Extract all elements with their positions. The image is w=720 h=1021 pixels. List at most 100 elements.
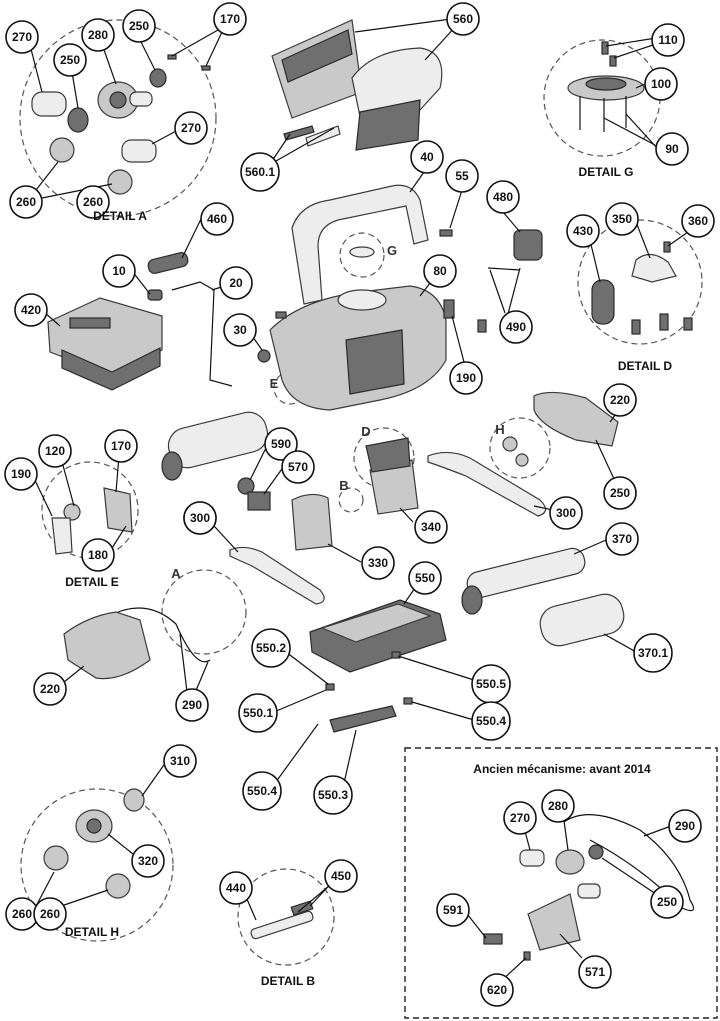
- part-impeller-hub: [585, 77, 627, 91]
- detail-a-circle: [19, 19, 217, 217]
- callout-110: 110: [651, 23, 685, 57]
- part-connector-a: [443, 299, 455, 319]
- part-power-box-handle: [69, 317, 111, 329]
- callout-number: 270: [181, 121, 201, 135]
- callout-circle: [242, 771, 282, 811]
- part-track-300-left: [229, 546, 325, 605]
- callout-number: 330: [368, 556, 388, 570]
- callout-number: 80: [433, 264, 447, 278]
- detail-h-circle: [20, 788, 174, 942]
- callout-430: 430: [566, 214, 600, 248]
- callout-570: 570: [281, 450, 315, 484]
- callout-220: 220: [603, 383, 637, 417]
- part-roller-370: [466, 547, 586, 599]
- part-handle-40: [291, 184, 429, 305]
- callout-number: 250: [657, 895, 677, 909]
- callout-circle: [163, 744, 197, 778]
- callout-number: 100: [651, 77, 671, 91]
- callout-number: 290: [675, 819, 695, 833]
- callout-number: 170: [111, 439, 131, 453]
- callout-number: 170: [220, 12, 240, 26]
- part-bushing-250: [67, 107, 89, 133]
- part-old-clip-591: [483, 933, 503, 945]
- ref-letter-a: A: [171, 566, 181, 581]
- callout-550-4: 550.4: [471, 701, 511, 741]
- part-sleeve-370-1: [539, 593, 625, 647]
- callout-circle: [264, 427, 298, 461]
- detail-h-label: DETAIL H: [65, 925, 119, 939]
- callout-circle: [486, 180, 520, 214]
- old-mechanism-parts: [483, 814, 695, 961]
- callout-550-2: 550.2: [251, 628, 291, 668]
- part-screw-550-4: [403, 697, 413, 705]
- callout-280: 280: [81, 18, 115, 52]
- part-pump-top: [365, 437, 411, 473]
- callout-number: 270: [12, 30, 32, 44]
- callout-number: 280: [88, 28, 108, 42]
- callout-270: 270: [503, 801, 537, 835]
- old-mechanism-title: Ancien mécanisme: avant 2014: [473, 762, 651, 776]
- callout-40: 40: [410, 140, 444, 174]
- part-comb-550-3: [329, 705, 397, 733]
- part-d-pin-c: [683, 317, 693, 331]
- callout-590: 590: [264, 427, 298, 461]
- callout-550-1: 550.1: [238, 693, 278, 733]
- part-screw-360: [663, 241, 671, 253]
- callout-circle: [219, 266, 253, 300]
- callout-170: 170: [104, 429, 138, 463]
- callout-number: 110: [658, 33, 678, 47]
- part-screw-550-2: [325, 683, 335, 691]
- callout-number: 430: [573, 224, 593, 238]
- detail-d-small-circle: [353, 427, 415, 489]
- callout-number: 190: [11, 467, 31, 481]
- callout-490: 490: [499, 310, 533, 344]
- callout-number: 280: [548, 799, 568, 813]
- part-cable-490: [487, 267, 521, 271]
- part-screw-body: [275, 311, 287, 319]
- callout-number: 480: [493, 190, 513, 204]
- callout-450: 450: [324, 859, 358, 893]
- callout-number: 350: [612, 212, 632, 226]
- callout-circle: [655, 132, 689, 166]
- part-side-cover-220b: [63, 611, 151, 680]
- callout-250: 250: [603, 476, 637, 510]
- callout-circle: [219, 871, 253, 905]
- callout-circle: [566, 214, 600, 248]
- callout-90: 90: [655, 132, 689, 166]
- callout-560: 560: [446, 2, 480, 36]
- filter-parts: [271, 19, 443, 151]
- callout-number: 290: [182, 698, 202, 712]
- part-chassis-top: [320, 603, 432, 643]
- part-d-pin-b: [659, 313, 669, 331]
- callout-550-3: 550.3: [313, 775, 353, 815]
- callout-number: 460: [207, 212, 227, 226]
- callout-550: 550: [408, 561, 442, 595]
- part-screw-170b: [201, 65, 211, 71]
- part-swivel-460: [147, 252, 189, 274]
- callout-circle: [76, 185, 110, 219]
- callout-number: 260: [40, 907, 60, 921]
- callout-circle: [313, 775, 353, 815]
- callout-number: 250: [129, 19, 149, 33]
- part-gear-shaft: [129, 91, 153, 107]
- callout-circle: [213, 2, 247, 36]
- callout-number: 420: [21, 303, 41, 317]
- callout-circle: [361, 546, 395, 580]
- detail-g-label: DETAIL G: [579, 165, 634, 179]
- callout-290: 290: [175, 688, 209, 722]
- detail-a-small-circle: [161, 569, 247, 655]
- callout-480: 480: [486, 180, 520, 214]
- part-track-300-right: [427, 451, 547, 517]
- callout-571: 571: [578, 955, 612, 989]
- detail-d-label: DETAIL D: [618, 359, 673, 373]
- callout-number: 620: [487, 983, 507, 997]
- callout-circle: [223, 313, 257, 347]
- callout-number: 260: [83, 195, 103, 209]
- callout-310: 310: [163, 744, 197, 778]
- callout-30: 30: [223, 313, 257, 347]
- part-float-480: [513, 229, 543, 261]
- callout-number: 250: [60, 53, 80, 67]
- callout-circle: [633, 633, 673, 673]
